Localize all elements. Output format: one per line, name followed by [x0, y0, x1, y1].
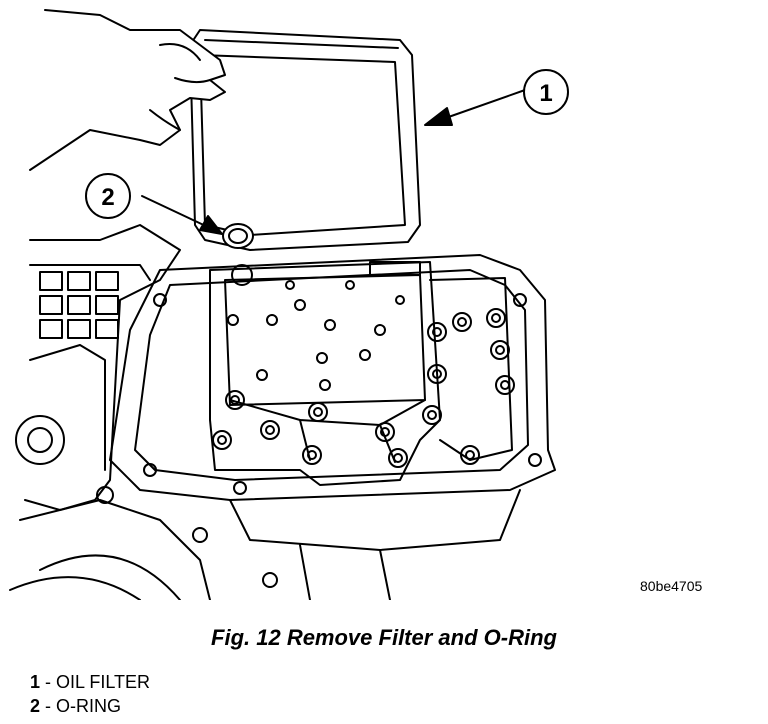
legend-item: 1 - OIL FILTER — [30, 670, 150, 694]
hand — [29, 9, 226, 171]
legend-label: OIL FILTER — [56, 672, 151, 692]
o-ring — [222, 223, 254, 249]
legend-label: O-RING — [56, 696, 122, 716]
legend-number: 1 — [30, 672, 41, 692]
legend-separator: - — [40, 696, 57, 716]
figure-caption: Fig. 12 Remove Filter and O-Ring — [211, 625, 557, 650]
legend: 1 - OIL FILTER 2 - O-RING — [30, 670, 150, 718]
callout-1-circle — [523, 69, 569, 115]
callout-1-number: 1 — [539, 80, 552, 107]
legend-separator: - — [40, 672, 57, 692]
legend-item: 2 - O-RING — [30, 694, 150, 718]
callout-2-leader — [141, 195, 223, 235]
oil-filter — [189, 29, 421, 251]
figure-reference-code: 80be4705 — [640, 578, 703, 594]
legend-number: 2 — [30, 696, 41, 716]
oil-pan-flange — [109, 254, 556, 600]
callout-2-number: 2 — [101, 184, 114, 211]
callout-2-circle — [85, 173, 131, 219]
valve-body — [209, 261, 515, 486]
callout-1-leader — [424, 89, 526, 126]
transmission-case — [9, 224, 211, 600]
filter-removal-illustration: 1 2 — [9, 9, 569, 600]
